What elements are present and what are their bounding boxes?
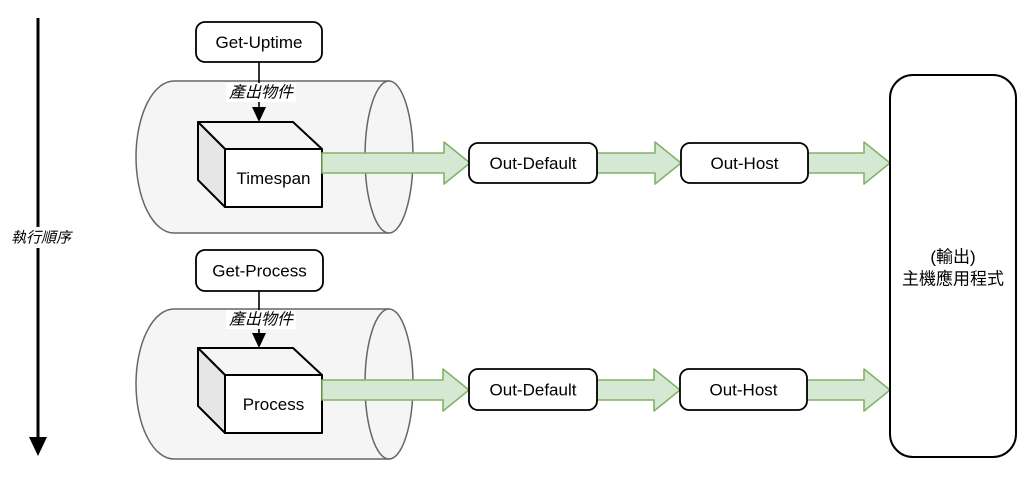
pipe-arrow-to-output: [806, 368, 891, 412]
pipe-arrow-to-output: [807, 141, 891, 185]
arrow-down-icon: [252, 333, 266, 348]
command-label: Get-Process: [212, 262, 306, 281]
emit-label-bg: [226, 83, 296, 102]
emit-label: 產出物件: [229, 84, 295, 102]
pipeline-row-2: Get-Process 產出物件 Process Out-Default Out…: [135, 249, 891, 460]
object-type-label: Process: [243, 395, 304, 414]
arrow-down-icon: [252, 107, 266, 122]
out-default-label: Out-Default: [490, 381, 577, 400]
pipe-arrow-to-out-default: [321, 141, 471, 185]
out-host-box: [679, 368, 808, 411]
output-host-app: (輸出) 主機應用程式: [889, 74, 1017, 458]
cube-front-face: [224, 148, 323, 208]
object-type-label: Timespan: [236, 169, 310, 188]
out-host-label: Out-Host: [710, 154, 778, 173]
command-label: Get-Uptime: [216, 33, 303, 52]
pipe-arrow-to-out-host: [596, 368, 681, 412]
output-box: [889, 74, 1017, 458]
cube-front-face: [224, 374, 323, 434]
out-host-box: [680, 142, 809, 184]
command-box: [195, 21, 323, 63]
arrow-down-icon: [29, 437, 47, 456]
out-default-box: [468, 368, 598, 411]
pipe-arrow-to-out-default: [321, 368, 470, 412]
emit-label-bg: [226, 310, 296, 329]
execution-order-label-bg: [7, 227, 75, 248]
execution-order-arrow: 執行順序: [7, 18, 75, 456]
out-host-label: Out-Host: [709, 381, 777, 400]
pipeline-row-1: Get-Uptime 產出物件 Timespan Out-Default Out…: [135, 21, 891, 234]
command-box: [195, 249, 324, 292]
output-label-line2: 主機應用程式: [902, 269, 1004, 289]
object-cube: Process: [197, 347, 323, 434]
output-label-line1: (輸出): [930, 248, 975, 267]
out-default-label: Out-Default: [490, 154, 577, 173]
out-default-box: [468, 142, 598, 184]
pipe-arrow-to-out-host: [596, 141, 682, 185]
execution-order-label: 執行順序: [11, 230, 73, 247]
object-cube: Timespan: [197, 121, 323, 208]
emit-label: 產出物件: [229, 311, 295, 329]
